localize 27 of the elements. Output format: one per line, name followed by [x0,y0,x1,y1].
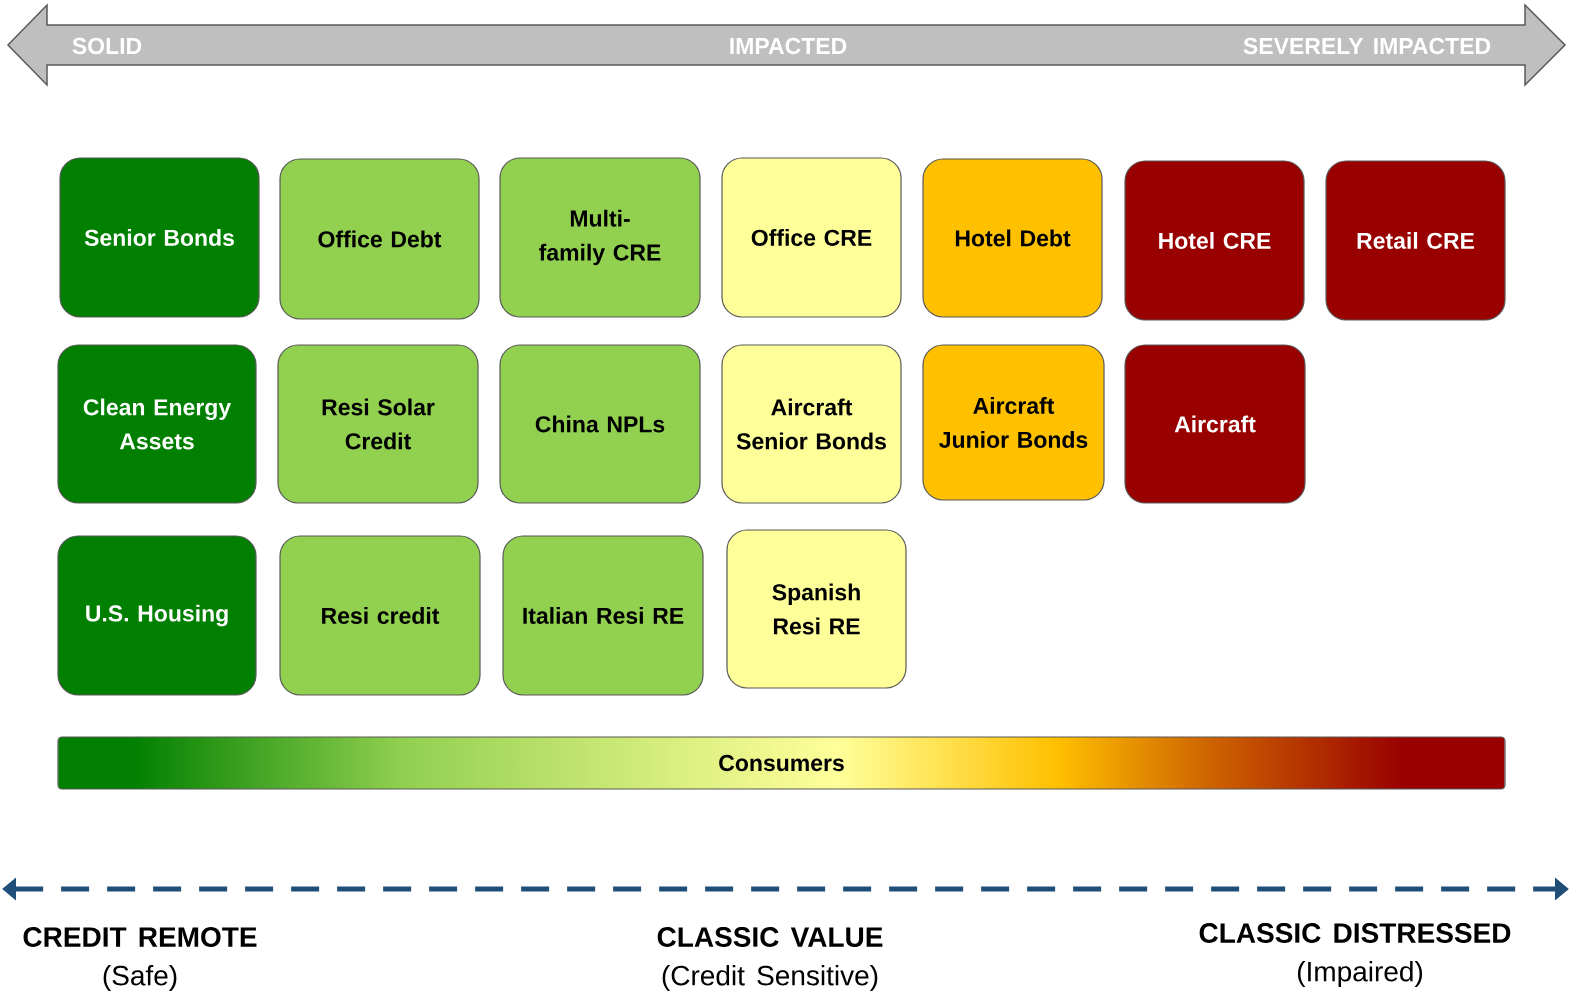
category-heading: CREDIT REMOTE [23,927,257,947]
category-box: Spanish Resi RE [726,529,907,689]
category-box: Aircraft Junior Bonds [922,344,1105,501]
scale-label: IMPACTED [730,37,847,55]
scale-label: SEVERELY IMPACTED [1243,37,1491,55]
category-box: Hotel CRE [1124,160,1305,321]
category-box: Office Debt [279,158,480,320]
category-box: Italian Resi RE [502,535,704,696]
category-note: (Impaired) [1297,960,1423,988]
category-box: Aircraft Senior Bonds [721,344,902,504]
scale-label: SOLID [72,37,142,55]
category-note: (Safe) [103,964,177,992]
category-box: Hotel Debt [922,158,1103,318]
category-box: Office CRE [721,157,902,318]
category-box: Multi-family CRE [499,157,701,318]
category-box: Senior Bonds [59,157,260,318]
category-heading: CLASSIC DISTRESSED [1199,923,1511,943]
category-box: Resi credit [279,535,481,696]
category-box: Resi Solar Credit [277,344,479,504]
category-box: China NPLs [499,344,701,504]
category-box: U.S. Housing [57,535,257,696]
category-heading: CLASSIC VALUE [657,927,883,947]
category-box: Retail CRE [1325,160,1506,321]
category-box: Clean Energy Assets [57,344,257,504]
category-box: Aircraft [1124,344,1306,504]
category-note: (Credit Sensitive) [662,964,878,992]
gradient-bar: Consumers [57,736,1506,790]
